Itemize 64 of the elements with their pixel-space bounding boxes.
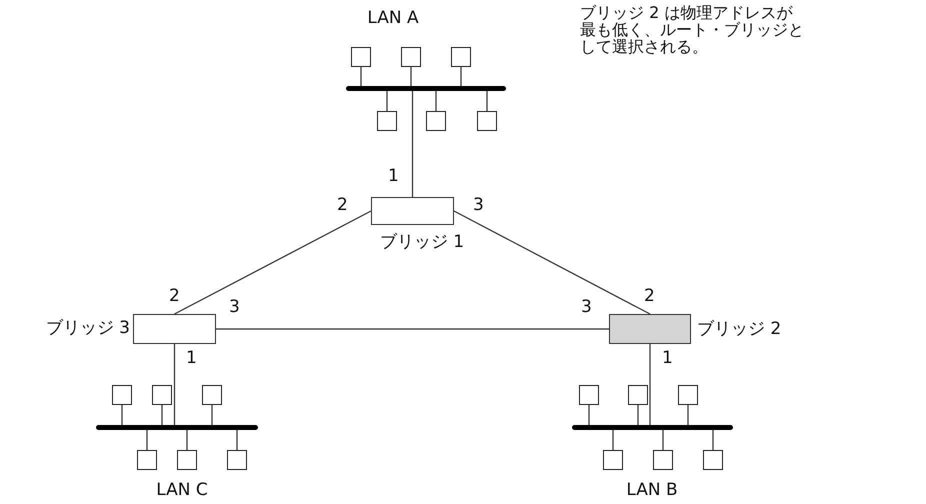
lan-label: LAN C: [156, 480, 208, 500]
station-box: [451, 47, 471, 67]
network-link: [146, 430, 148, 450]
network-link: [712, 430, 714, 450]
port-number: 2: [337, 195, 348, 215]
station-box: [202, 385, 222, 405]
station-box: [426, 111, 446, 131]
station-box: [603, 450, 623, 470]
network-link: [637, 405, 639, 425]
network-link: [174, 344, 176, 425]
lan-label: LAN A: [367, 8, 419, 28]
network-link: [687, 405, 689, 425]
network-link: [216, 328, 609, 330]
network-link: [174, 210, 372, 315]
note-text: ブリッジ 2 は物理アドレスが最も低く、ルート・ブリッジとして選択される。: [580, 4, 804, 55]
lan-label: LAN B: [626, 480, 678, 500]
port-number: 3: [229, 297, 240, 317]
station-box: [351, 47, 371, 67]
bridge-box: [133, 314, 216, 344]
station-box: [112, 385, 132, 405]
port-number: 1: [388, 166, 399, 186]
network-link: [486, 91, 488, 111]
network-link: [588, 405, 590, 425]
port-number: 3: [581, 297, 592, 317]
station-box: [653, 450, 673, 470]
lan-bus: [346, 86, 506, 91]
port-number: 2: [644, 286, 655, 306]
port-number: 1: [186, 348, 197, 368]
port-number: 1: [662, 348, 673, 368]
lan-bus: [96, 425, 258, 430]
network-link: [236, 430, 238, 450]
station-box: [177, 450, 197, 470]
network-link: [454, 210, 650, 315]
network-link: [121, 405, 123, 425]
network-link: [612, 430, 614, 450]
bridge-label: ブリッジ 3: [46, 318, 130, 338]
station-box: [477, 111, 497, 131]
bridge-label: ブリッジ 2: [697, 319, 782, 339]
network-link: [360, 67, 362, 86]
station-box: [137, 450, 157, 470]
station-box: [401, 47, 421, 67]
port-number: 3: [473, 195, 484, 215]
station-box: [628, 385, 648, 405]
network-link: [386, 91, 388, 111]
network-link: [435, 91, 437, 111]
bridge-box: [371, 197, 454, 225]
station-box: [227, 450, 247, 470]
network-link: [211, 405, 213, 425]
network-link: [161, 405, 163, 425]
bridge-box: [609, 314, 691, 344]
lan-bus: [572, 425, 733, 430]
network-link: [460, 67, 462, 86]
bridge-label: ブリッジ 1: [380, 232, 464, 252]
station-box: [152, 385, 172, 405]
station-box: [678, 385, 698, 405]
network-link: [662, 430, 664, 450]
network-link: [649, 344, 651, 425]
station-box: [703, 450, 723, 470]
station-box: [579, 385, 599, 405]
network-link: [412, 91, 414, 197]
station-box: [377, 111, 397, 131]
port-number: 2: [169, 286, 180, 306]
network-link: [410, 67, 412, 86]
network-link: [186, 430, 188, 450]
